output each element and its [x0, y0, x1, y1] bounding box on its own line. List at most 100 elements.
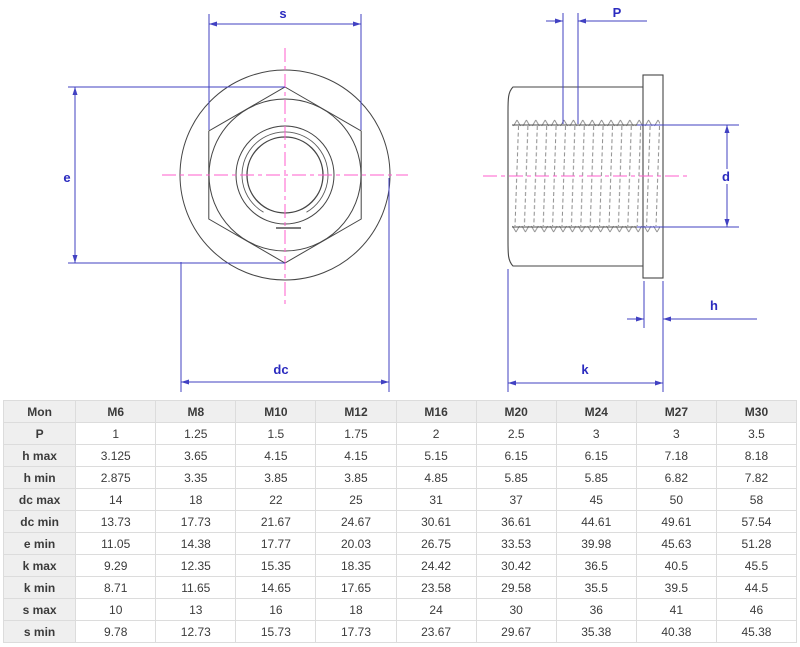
- cell: 6.15: [475, 444, 557, 467]
- cell: 6.82: [635, 466, 717, 489]
- cell: 24: [395, 598, 477, 621]
- dim-label-k: k: [581, 362, 589, 377]
- cell: 40.38: [635, 620, 717, 643]
- cell: 45.5: [715, 554, 798, 577]
- cell: 30: [475, 598, 557, 621]
- column-header: M16: [395, 400, 477, 423]
- cell: 3: [635, 422, 717, 445]
- front-view-centerlines: [162, 48, 408, 308]
- cell: 1.75: [315, 422, 397, 445]
- cell: 7.82: [715, 466, 798, 489]
- row-label: s min: [2, 620, 77, 643]
- row-label: dc min: [2, 510, 77, 533]
- cell: 1.25: [155, 422, 237, 445]
- cell: 15.35: [235, 554, 317, 577]
- cell: 4.15: [235, 444, 317, 467]
- cell: 21.67: [235, 510, 317, 533]
- cell: 51.28: [715, 532, 798, 555]
- cell: 3.125: [75, 444, 157, 467]
- dim-label-h: h: [710, 298, 718, 313]
- column-header: M27: [635, 400, 717, 423]
- column-header: M12: [315, 400, 397, 423]
- cell: 29.58: [475, 576, 557, 599]
- cell: 35.5: [555, 576, 637, 599]
- cell: 31: [395, 488, 477, 511]
- cell: 11.65: [155, 576, 237, 599]
- cell: 49.61: [635, 510, 717, 533]
- cell: 1.5: [235, 422, 317, 445]
- dimension-h: [627, 281, 757, 392]
- cell: 11.05: [75, 532, 157, 555]
- dim-label-dc: dc: [273, 362, 288, 377]
- cell: 41: [635, 598, 717, 621]
- row-label: k min: [2, 576, 77, 599]
- cell: 6.15: [555, 444, 637, 467]
- cell: 10: [75, 598, 157, 621]
- cell: 4.15: [315, 444, 397, 467]
- cell: 30.61: [395, 510, 477, 533]
- cell: 3.85: [315, 466, 397, 489]
- dim-label-d: d: [722, 169, 730, 184]
- cell: 30.42: [475, 554, 557, 577]
- cell: 58: [715, 488, 798, 511]
- cell: 45.63: [635, 532, 717, 555]
- cell: 24.67: [315, 510, 397, 533]
- row-label: h max: [2, 444, 77, 467]
- cell: 2.5: [475, 422, 557, 445]
- corner-header: Mon: [2, 400, 77, 423]
- cell: 17.73: [155, 510, 237, 533]
- cell: 17.73: [315, 620, 397, 643]
- column-header: M30: [715, 400, 798, 423]
- cell: 5.85: [555, 466, 637, 489]
- column-header: M8: [155, 400, 237, 423]
- cell: 29.67: [475, 620, 557, 643]
- cell: 36: [555, 598, 637, 621]
- column-header: M10: [235, 400, 317, 423]
- side-view: [483, 74, 689, 279]
- cell: 2.875: [75, 466, 157, 489]
- cell: 44.5: [715, 576, 798, 599]
- cell: 22: [235, 488, 317, 511]
- cell: 14: [75, 488, 157, 511]
- cell: 23.67: [395, 620, 477, 643]
- cell: 13: [155, 598, 237, 621]
- cell: 36.5: [555, 554, 637, 577]
- cell: 3.5: [715, 422, 798, 445]
- thread-band: [512, 118, 660, 234]
- cell: 18: [155, 488, 237, 511]
- cell: 12.73: [155, 620, 237, 643]
- cell: 3.35: [155, 466, 237, 489]
- cell: 57.54: [715, 510, 798, 533]
- cell: 50: [635, 488, 717, 511]
- dim-label-d-bg: [719, 169, 734, 184]
- dimension-e: [68, 86, 285, 264]
- cell: 7.18: [635, 444, 717, 467]
- cell: 46: [715, 598, 798, 621]
- dimension-dc: [180, 178, 390, 392]
- dimension-p: [546, 13, 647, 124]
- cell: 17.77: [235, 532, 317, 555]
- dim-label-e: e: [63, 170, 70, 185]
- cell: 9.78: [75, 620, 157, 643]
- cell: 18.35: [315, 554, 397, 577]
- cell: 35.38: [555, 620, 637, 643]
- flange-nut-drawing: s e dc P: [63, 5, 757, 392]
- cell: 8.18: [715, 444, 798, 467]
- cell: 5.15: [395, 444, 477, 467]
- cell: 12.35: [155, 554, 237, 577]
- cell: 9.29: [75, 554, 157, 577]
- cell: 14.38: [155, 532, 237, 555]
- cell: 3.85: [235, 466, 317, 489]
- cell: 3.65: [155, 444, 237, 467]
